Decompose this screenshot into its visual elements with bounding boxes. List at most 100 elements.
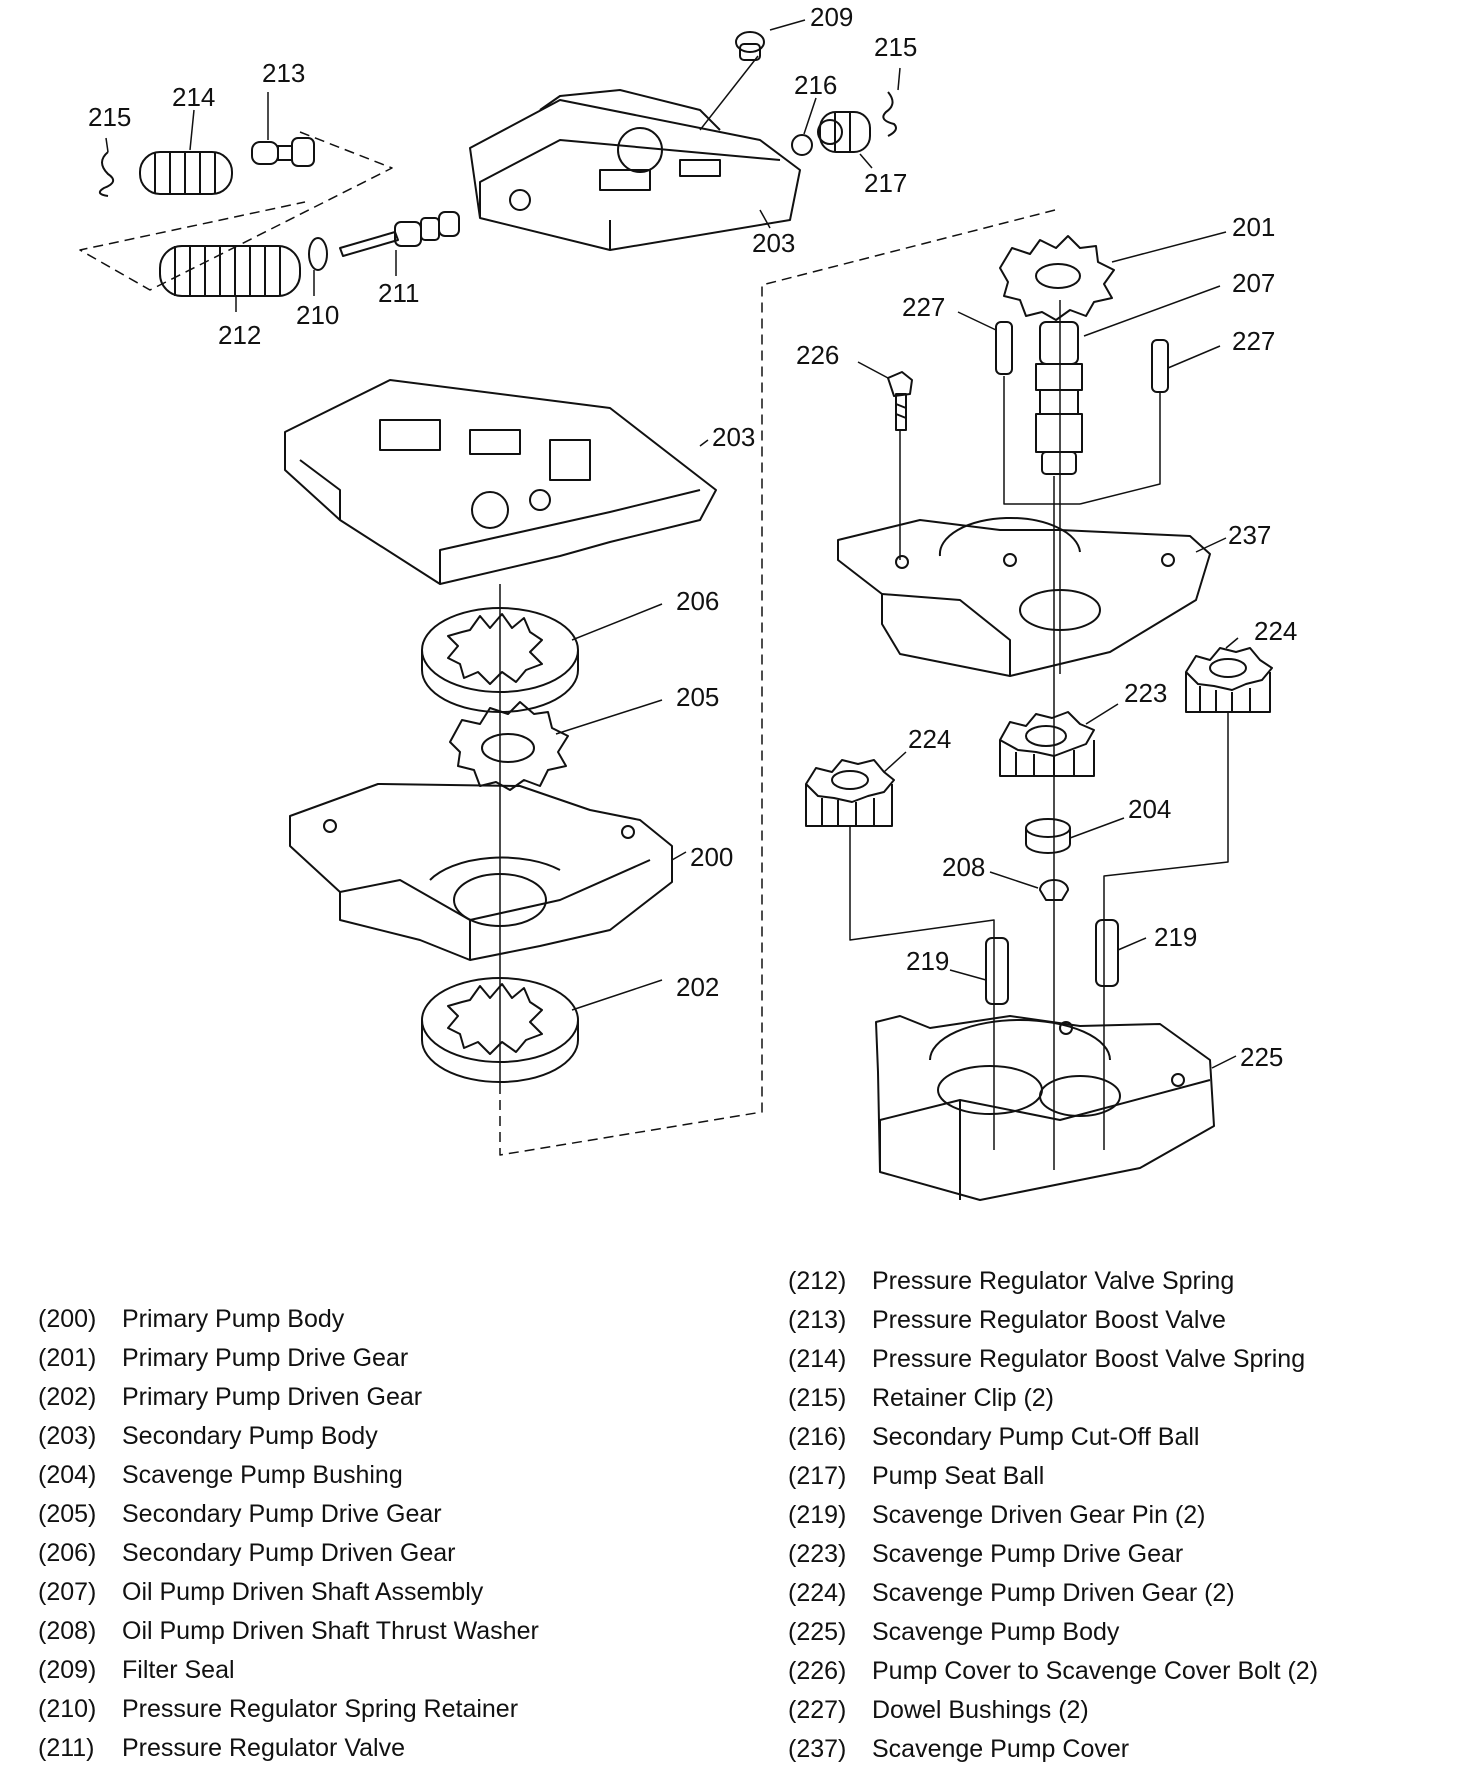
legend-item: (206)Secondary Pump Driven Gear bbox=[38, 1534, 539, 1573]
legend-part-name: Primary Pump Driven Gear bbox=[122, 1383, 423, 1411]
legend-part-name: Scavenge Pump Cover bbox=[872, 1735, 1130, 1763]
callout-208: 208 bbox=[942, 852, 985, 882]
legend-item: (207) Oil Pump Driven Shaft Assembly bbox=[38, 1573, 539, 1612]
legend-part-name: Scavenge Pump Bushing bbox=[122, 1461, 403, 1489]
callout-210: 210 bbox=[296, 300, 339, 330]
legend-item: (200)Primary Pump Body bbox=[38, 1300, 539, 1339]
legend-part-number: (216) bbox=[788, 1423, 847, 1451]
callout-203: 203 bbox=[712, 422, 755, 452]
spring-retainer-part bbox=[308, 237, 328, 271]
legend-item: (216) Secondary Pump Cut-Off Ball bbox=[788, 1418, 1318, 1457]
legend-part-name: Scavenge Pump Body bbox=[872, 1618, 1120, 1646]
legend-part-name: Primary Pump Drive Gear bbox=[122, 1344, 409, 1372]
legend-item: (215)Retainer Clip (2) bbox=[788, 1379, 1318, 1418]
secondary-drive-gear-part bbox=[449, 701, 569, 791]
filter-seal-part bbox=[699, 31, 765, 131]
legend-part-number: (225) bbox=[788, 1618, 847, 1646]
legend-part-name: Pressure Regulator Valve bbox=[122, 1734, 406, 1762]
cover-bolt-part bbox=[887, 371, 913, 431]
scavenge-driven-gear-left-part bbox=[805, 759, 895, 827]
legend-part-number: (202) bbox=[38, 1383, 97, 1411]
callout-216: 216 bbox=[794, 70, 837, 100]
legend-item: (214)Pressure Regulator Boost Valve Spri… bbox=[788, 1340, 1318, 1379]
callout-204: 204 bbox=[1128, 794, 1171, 824]
legend-part-name: Secondary Pump Body bbox=[122, 1422, 378, 1450]
driven-gear-pin-left-part bbox=[985, 937, 1009, 1005]
boost-valve-part bbox=[251, 137, 315, 167]
legend-part-name: Oil Pump Driven Shaft Assembly bbox=[122, 1578, 484, 1606]
callout-212: 212 bbox=[218, 320, 261, 350]
legend-part-name: Pump Seat Ball bbox=[872, 1462, 1045, 1490]
legend-part-name: Pump Cover to Scavenge Cover Bolt (2) bbox=[872, 1657, 1319, 1685]
legend-part-number: (224) bbox=[788, 1579, 847, 1607]
callout-226: 226 bbox=[796, 340, 839, 370]
callout-209: 209 bbox=[810, 2, 853, 32]
exploded-view-drawing: 209 215 215 214 213 216 217 203 212 210 … bbox=[79, 2, 1297, 1201]
parts-legend-right: (212) Pressure Regulator Valve Spring (213… bbox=[788, 1262, 1318, 1769]
legend-item: (217) Pump Seat Ball bbox=[788, 1457, 1318, 1496]
legend-part-name: Secondary Pump Cut-Off Ball bbox=[872, 1423, 1200, 1451]
callout-227-left: 227 bbox=[902, 292, 945, 322]
legend-part-name: Pressure Regulator Boost Valve bbox=[872, 1306, 1226, 1334]
legend-part-number: (203) bbox=[38, 1422, 97, 1450]
legend-part-number: (237) bbox=[788, 1735, 847, 1763]
legend-part-name: Pressure Regulator Valve Spring bbox=[872, 1267, 1235, 1295]
dowel-bushing-right-part bbox=[1151, 339, 1169, 393]
legend-part-number: (209) bbox=[38, 1656, 97, 1684]
legend-part-name: Filter Seal bbox=[122, 1656, 235, 1684]
legend-part-number: (211) bbox=[38, 1734, 95, 1762]
leader-lines bbox=[105, 19, 1239, 1069]
callout-207: 207 bbox=[1232, 268, 1275, 298]
callout-203-top: 203 bbox=[752, 228, 795, 258]
pump-seat-ball-part bbox=[817, 111, 871, 153]
legend-part-number: (210) bbox=[38, 1695, 97, 1723]
legend-part-number: (205) bbox=[38, 1500, 97, 1528]
callout-214: 214 bbox=[172, 82, 215, 112]
legend-part-name: Scavenge Pump Driven Gear (2) bbox=[872, 1579, 1235, 1607]
legend-item: (211) Pressure Regulator Valve bbox=[38, 1729, 539, 1768]
legend-part-name: Oil Pump Driven Shaft Thrust Washer bbox=[122, 1617, 539, 1645]
callout-202: 202 bbox=[676, 972, 719, 1002]
valve-spring-part bbox=[159, 245, 301, 297]
callout-201: 201 bbox=[1232, 212, 1275, 242]
callout-211: 211 bbox=[378, 278, 419, 308]
callout-213: 213 bbox=[262, 58, 305, 88]
callout-206: 206 bbox=[676, 586, 719, 616]
legend-part-name: Secondary Pump Drive Gear bbox=[122, 1500, 442, 1528]
legend-part-number: (223) bbox=[788, 1540, 847, 1568]
legend-part-name: Secondary Pump Driven Gear bbox=[122, 1539, 456, 1567]
legend-item: (224) Scavenge Pump Driven Gear (2) bbox=[788, 1574, 1318, 1613]
callout-217: 217 bbox=[864, 168, 907, 198]
legend-item: (208) Oil Pump Driven Shaft Thrust Washer bbox=[38, 1612, 539, 1651]
primary-drive-gear-part bbox=[999, 235, 1115, 321]
regulator-valve-part bbox=[339, 211, 460, 257]
callout-227-right: 227 bbox=[1232, 326, 1275, 356]
legend-part-number: (204) bbox=[38, 1461, 97, 1489]
cut-off-ball-part bbox=[791, 134, 813, 156]
legend-part-number: (217) bbox=[788, 1462, 847, 1490]
legend-part-number: (208) bbox=[38, 1617, 97, 1645]
legend-item: (205) Secondary Pump Drive Gear bbox=[38, 1495, 539, 1534]
legend-item: (223) Scavenge Pump Drive Gear bbox=[788, 1535, 1318, 1574]
callout-219-right: 219 bbox=[1154, 922, 1197, 952]
legend-part-number: (212) bbox=[788, 1267, 847, 1295]
legend-part-name: Scavenge Pump Drive Gear bbox=[872, 1540, 1184, 1568]
legend-item: (225) Scavenge Pump Body bbox=[788, 1613, 1318, 1652]
legend-part-name: Pressure Regulator Spring Retainer bbox=[122, 1695, 519, 1723]
legend-part-number: (207) bbox=[38, 1578, 97, 1606]
legend-item: (213)Pressure Regulator Boost Valve bbox=[788, 1301, 1318, 1340]
legend-item: (227)Dowel Bushings (2) bbox=[788, 1691, 1318, 1730]
scavenge-bushing-part bbox=[1025, 818, 1071, 854]
legend-part-number: (214) bbox=[788, 1345, 847, 1373]
callout-225: 225 bbox=[1240, 1042, 1283, 1072]
secondary-pump-body-part bbox=[284, 379, 717, 585]
scavenge-drive-gear-part bbox=[999, 711, 1095, 777]
callout-200: 200 bbox=[690, 842, 733, 872]
legend-part-name: Dowel Bushings (2) bbox=[872, 1696, 1089, 1724]
legend-item: (203) Secondary Pump Body bbox=[38, 1417, 539, 1456]
legend-item: (210) Pressure Regulator Spring Retainer bbox=[38, 1690, 539, 1729]
retainer-clip-left-part bbox=[98, 151, 115, 197]
callout-215-right: 215 bbox=[874, 32, 917, 62]
legend-item: (237) Scavenge Pump Cover bbox=[788, 1730, 1318, 1769]
driven-gear-pin-right-part bbox=[1095, 919, 1119, 987]
